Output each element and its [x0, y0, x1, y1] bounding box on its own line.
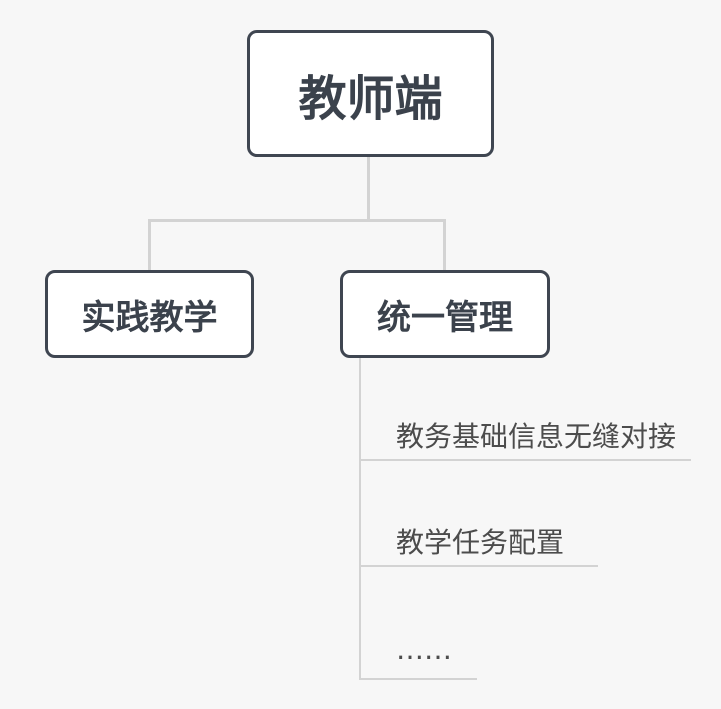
- subtopic-label: 教学任务配置: [396, 526, 565, 559]
- root-topic-label: 教师端: [298, 70, 443, 127]
- connector-root-vertical: [367, 157, 370, 222]
- connector-child1-vertical: [148, 219, 151, 270]
- topic-label: 统一管理: [377, 297, 513, 338]
- connector-child2-vertical: [443, 219, 446, 270]
- subtopic-item-1[interactable]: 教务基础信息无缝对接: [396, 419, 676, 455]
- connector-subtopics-vertical: [359, 358, 361, 680]
- subtopic-label: ……: [396, 633, 452, 666]
- subtopic-underline-3: [359, 678, 477, 680]
- topic-node-practice-teaching[interactable]: 实践教学: [45, 270, 254, 358]
- subtopic-item-3[interactable]: ……: [396, 632, 452, 668]
- subtopic-underline-2: [359, 565, 598, 567]
- subtopic-underline-1: [359, 459, 691, 461]
- topic-label: 实践教学: [81, 297, 218, 338]
- topic-node-unified-management[interactable]: 统一管理: [340, 270, 550, 358]
- root-topic-node[interactable]: 教师端: [247, 30, 494, 157]
- subtopic-label: 教务基础信息无缝对接: [396, 420, 677, 453]
- connector-branch-horizontal: [148, 219, 446, 222]
- subtopic-item-2[interactable]: 教学任务配置: [396, 525, 564, 561]
